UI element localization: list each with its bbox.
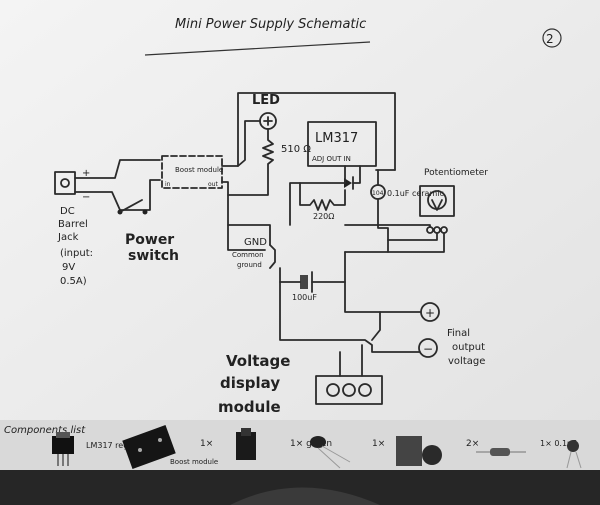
background-object [230, 487, 380, 505]
positive-terminal: + [420, 302, 440, 322]
common-ground-label-1: Common [232, 251, 264, 259]
page-number: 2 [546, 32, 554, 46]
input-label-1: (input: [60, 248, 93, 259]
boost-module-photo [122, 425, 176, 469]
boost-out-label: out [208, 181, 218, 188]
lm317-regulator: LM317 ADJ OUT IN [307, 121, 377, 167]
common-ground-label-2: ground [237, 261, 262, 269]
resistor-220-label: 220Ω [313, 212, 334, 221]
component-item-2: Boost module [170, 458, 218, 466]
led-photo [310, 436, 351, 469]
power-switch-label-2: switch [128, 248, 179, 264]
led-label: LED [252, 93, 280, 108]
boost-module: Boost module in out [161, 155, 223, 189]
component-item-5: 1× [372, 439, 385, 449]
component-item-3: 1× [200, 439, 213, 449]
page-title: Mini Power Supply Schematic [175, 17, 366, 32]
dc-jack-label-3: Jack [57, 232, 79, 243]
paper-surface [0, 0, 600, 445]
boost-in-label: in [165, 181, 171, 188]
dc-barrel-jack [54, 171, 76, 195]
final-output-label-2: output [452, 342, 485, 353]
power-switch-label-1: Power [125, 232, 174, 248]
dc-jack-label-1: DC [60, 206, 75, 217]
switch-photo [236, 428, 256, 460]
voltage-display-module [315, 375, 383, 405]
components-strip [0, 420, 600, 470]
svg-text:+: + [82, 168, 90, 179]
minus-label: − [423, 342, 433, 356]
led-resistor-label: 510 Ω [281, 144, 311, 155]
cap-100uf-label: 100uF [292, 293, 317, 302]
component-item-1: LM317 regulator [86, 441, 153, 450]
ceramic-cap-photo [566, 440, 582, 469]
component-item-7: 1× 0.1uF [540, 439, 577, 448]
svg-text:−: − [82, 192, 90, 203]
potentiometer-photo [396, 436, 442, 466]
final-output-label-1: Final [447, 328, 470, 339]
component-item-6: 2× [466, 439, 479, 449]
power-switch-symbol [117, 199, 148, 215]
lm317-chip-photo [52, 432, 74, 466]
vdm-label-2: display [220, 374, 280, 392]
final-output-label-3: voltage [448, 356, 485, 367]
lm317-pins-label: ADJ OUT IN [312, 155, 351, 163]
dc-jack-label-2: Barrel [58, 219, 88, 230]
components-list-title: Components list [4, 425, 86, 436]
gnd-label: GND [244, 237, 267, 248]
input-label-3: 0.5A) [60, 276, 87, 287]
page-number-circle [542, 28, 562, 48]
negative-terminal: − [418, 338, 438, 358]
input-label-2: 9V [62, 262, 75, 273]
boost-module-label: Boost module [175, 166, 223, 174]
ceramic-cap-value: 104 [372, 190, 384, 197]
potentiometer-label: Potentiometer [424, 168, 488, 178]
lm317-label: LM317 [315, 131, 358, 146]
resistor-photo [476, 448, 526, 456]
vdm-label-1: Voltage [226, 352, 290, 370]
vdm-label-3: module [218, 398, 281, 416]
ceramic-cap-label: 0.1uF ceramic [387, 189, 444, 198]
plus-label: + [425, 306, 435, 320]
